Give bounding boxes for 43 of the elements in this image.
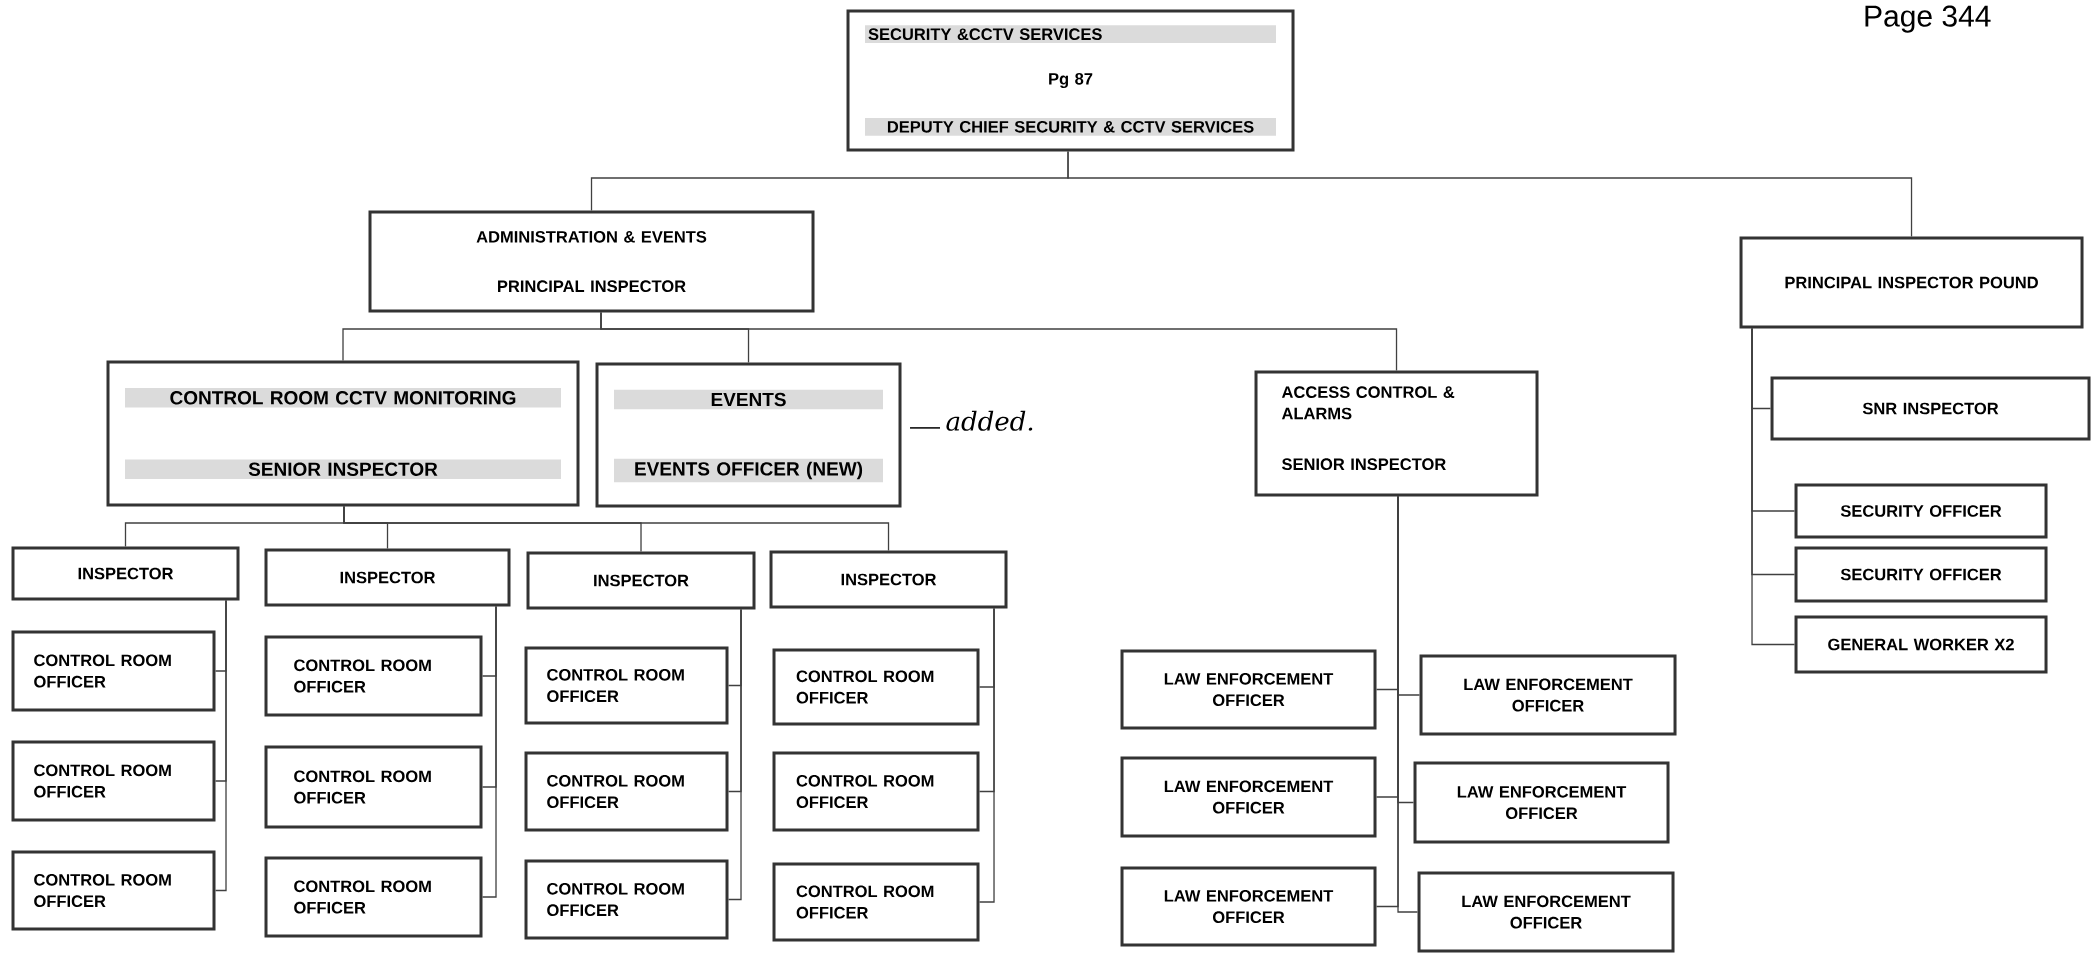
org-box: SNR INSPECTOR xyxy=(1770,376,2091,441)
connector-line xyxy=(600,311,1398,372)
org-box: LAW ENFORCEMENT OFFICER xyxy=(1413,761,1670,844)
connector-line xyxy=(214,599,227,892)
org-box: INSPECTOR xyxy=(769,550,1008,609)
org-box: INSPECTOR xyxy=(526,551,756,610)
org-box: CONTROL ROOM OFFICER xyxy=(524,751,729,832)
org-box: CONTROL ROOM OFFICER xyxy=(772,648,980,726)
org-box: LAW ENFORCEMENT OFFICER xyxy=(1120,756,1377,838)
connector-line xyxy=(481,605,497,898)
org-box: SECURITY OFFICER xyxy=(1794,483,2048,539)
org-box: PRINCIPAL INSPECTOR POUND xyxy=(1739,236,2084,329)
connector-line xyxy=(1397,495,1419,913)
page-number: Page 344 xyxy=(1865,5,1991,33)
org-box: SECURITY &CCTV SERVICES Pg 87 DEPUTY CHIEF SECURITY & CCTV SERVICES xyxy=(846,9,1295,152)
connector-line xyxy=(343,505,890,552)
org-box: INSPECTOR xyxy=(11,546,240,601)
org-box: CONTROL ROOM OFFICER xyxy=(264,745,483,829)
org-box: EVENTS EVENTS OFFICER (NEW) xyxy=(595,362,902,508)
connector-line xyxy=(978,607,995,903)
org-box: LAW ENFORCEMENT OFFICER xyxy=(1120,866,1377,947)
org-box: CONTROL ROOM OFFICER xyxy=(11,740,216,822)
handwritten-note: added. xyxy=(909,410,1033,431)
org-box: GENERAL WORKER X2 xyxy=(1794,615,2048,674)
org-box: CONTROL ROOM OFFICER xyxy=(11,630,216,712)
connector-line xyxy=(1067,150,1913,238)
org-box: CONTROL ROOM OFFICER xyxy=(264,635,483,717)
org-box: ACCESS CONTROL & ALARMS SENIOR INSPECTOR xyxy=(1254,370,1539,497)
org-box: CONTROL ROOM OFFICER xyxy=(11,850,216,931)
org-box: LAW ENFORCEMENT OFFICER xyxy=(1417,871,1675,953)
org-box: SECURITY OFFICER xyxy=(1794,546,2048,603)
org-box: CONTROL ROOM OFFICER xyxy=(524,859,729,940)
org-box: CONTROL ROOM OFFICER xyxy=(772,751,980,832)
connector-line xyxy=(1751,327,1796,646)
org-box: LAW ENFORCEMENT OFFICER xyxy=(1419,654,1677,736)
org-box: CONTROL ROOM OFFICER xyxy=(524,646,729,725)
org-box: INSPECTOR xyxy=(264,548,511,607)
org-box: LAW ENFORCEMENT OFFICER xyxy=(1120,649,1377,730)
org-box: CONTROL ROOM CCTV MONITORING SENIOR INSPECTOR xyxy=(106,360,580,507)
connector-line xyxy=(727,608,742,901)
org-box: ADMINISTRATION & EVENTS PRINCIPAL INSPECTOR xyxy=(368,210,815,313)
org-box: CONTROL ROOM OFFICER xyxy=(772,862,980,942)
org-box: CONTROL ROOM OFFICER xyxy=(264,856,483,938)
